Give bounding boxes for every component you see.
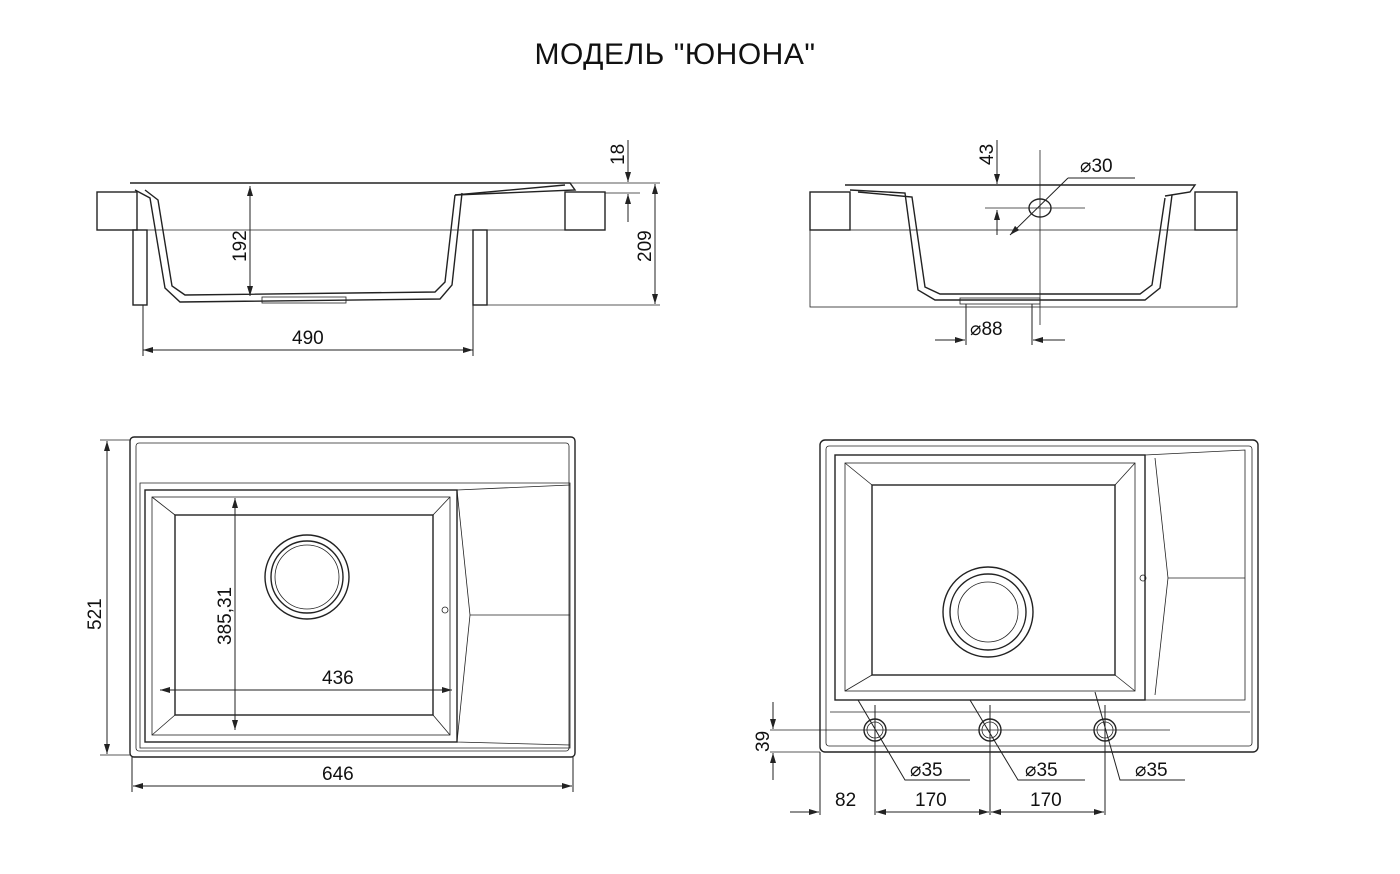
sink-width-label: 521	[85, 598, 106, 630]
bowl-length-label: 436	[322, 668, 354, 689]
bottom-view: 39 ⌀35 ⌀35 ⌀35 82 170 170	[753, 439, 1259, 815]
hole-offset-label: 39	[753, 731, 774, 752]
hole-diameter-label-3: ⌀35	[1135, 760, 1168, 781]
bowl-width-label: 385,31	[215, 587, 236, 645]
spacing-label-1: 82	[835, 790, 856, 811]
top-view: 521 385,31 436 646	[85, 436, 576, 792]
overflow-diameter-label: ⌀30	[1080, 156, 1113, 177]
width-label: 490	[292, 328, 324, 349]
spacing-label-2: 170	[915, 790, 947, 811]
hole-diameter-label-1: ⌀35	[910, 760, 943, 781]
spacing-label-3: 170	[1030, 790, 1062, 811]
rim-height-label: 18	[608, 144, 629, 165]
side-section-view: 192 490 18 209	[96, 140, 660, 356]
front-section-view: 43 ⌀30 ⌀88	[809, 140, 1238, 345]
total-height-label: 209	[635, 230, 656, 262]
drain-diameter-label: ⌀88	[970, 319, 1003, 340]
overflow-depth-label: 43	[977, 144, 998, 165]
hole-diameter-label-2: ⌀35	[1025, 760, 1058, 781]
drawing-title: МОДЕЛЬ "ЮНОНА"	[534, 38, 816, 71]
sink-length-label: 646	[322, 764, 354, 785]
bowl-depth-label: 192	[230, 230, 251, 262]
